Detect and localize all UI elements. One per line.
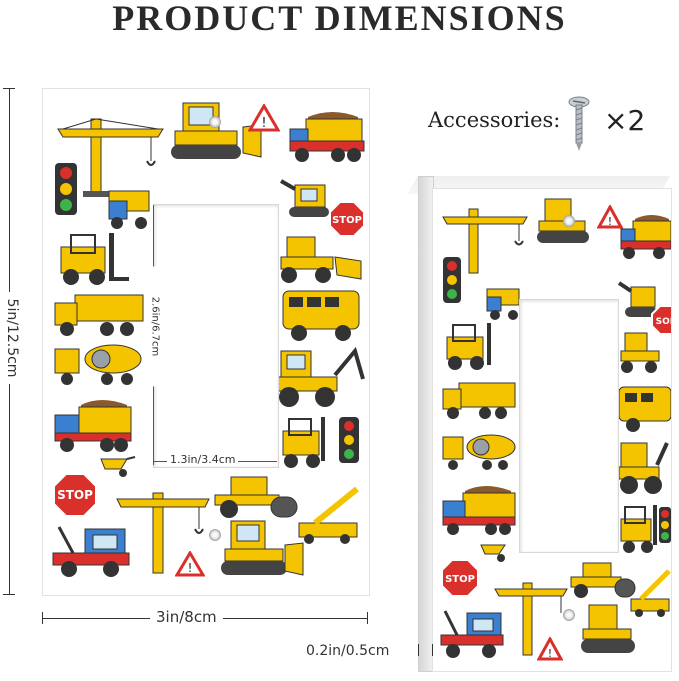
excavator-icon xyxy=(618,442,669,494)
crane-icon xyxy=(630,569,671,617)
angled-plate: ! SOP xyxy=(432,188,672,672)
width-label: 3in/8cm xyxy=(150,608,223,626)
thickness-tick-left xyxy=(418,644,419,656)
opening-height-label: 2.6in/6.7cm xyxy=(149,266,161,387)
excavator-icon xyxy=(276,346,365,407)
thickness-tick-right xyxy=(432,644,433,656)
excavator-icon xyxy=(617,281,657,317)
warning-sign-icon: ! xyxy=(248,104,280,132)
stop-sign-text: STOP xyxy=(332,215,362,226)
svg-text:!: ! xyxy=(548,647,552,660)
road-roller-icon xyxy=(214,476,298,518)
stop-sign-text: STOP xyxy=(445,574,475,585)
stop-sign-text: STOP xyxy=(57,488,93,502)
warning-sign-icon: ! xyxy=(537,637,563,661)
stop-sign-icon: STOP xyxy=(53,473,97,517)
width-tick-right xyxy=(367,612,368,624)
dump-truck-icon xyxy=(54,294,144,336)
crane-icon xyxy=(116,492,210,574)
dump-truck-icon xyxy=(620,215,671,259)
count-value: 2 xyxy=(627,104,646,137)
stop-sign-icon: STOP xyxy=(441,559,479,597)
rocker-opening xyxy=(519,299,619,553)
traffic-light-icon xyxy=(443,257,461,303)
cement-mixer-icon xyxy=(442,434,516,470)
accessories-label: Accessories: xyxy=(428,108,561,132)
crane-icon xyxy=(442,208,528,274)
forklift-icon xyxy=(282,417,359,468)
forklift-icon xyxy=(620,505,671,553)
thickness-label: 0.2in/0.5cm xyxy=(306,643,390,659)
bulldozer-icon xyxy=(280,236,362,283)
height-label: 5in/12.5cm xyxy=(4,292,20,384)
forklift-icon xyxy=(446,323,491,370)
tow-truck-icon xyxy=(52,526,130,577)
height-tick-bottom xyxy=(3,594,15,595)
svg-text:!: ! xyxy=(608,215,612,228)
opening-width-label: 1.3in/3.4cm xyxy=(167,453,239,466)
wheelbarrow-icon xyxy=(480,544,506,562)
school-bus-icon xyxy=(618,386,671,432)
dump-truck-icon xyxy=(442,486,516,535)
crane-icon xyxy=(494,582,568,656)
dump-truck-icon xyxy=(486,288,520,320)
front-plate: ! STOP xyxy=(42,88,370,596)
screw-hole-bottom xyxy=(209,529,221,541)
warning-sign-icon: ! xyxy=(175,551,205,577)
screw-icon xyxy=(568,96,590,151)
screw-hole-top xyxy=(209,116,221,128)
bulldozer-icon xyxy=(221,520,304,576)
multiplier-sign: × xyxy=(604,104,628,137)
warning-sign-icon: ! xyxy=(597,205,623,229)
svg-text:!: ! xyxy=(188,561,193,575)
screw-hole-bottom xyxy=(563,609,575,621)
forklift-icon xyxy=(60,233,129,285)
school-bus-icon xyxy=(282,290,360,341)
road-roller-icon xyxy=(570,562,636,598)
stop-sign-text: SOP xyxy=(656,317,672,327)
wheelbarrow-icon xyxy=(100,456,136,477)
excavator-icon xyxy=(280,179,329,217)
bulldozer-icon xyxy=(620,332,660,373)
screw-hole-top xyxy=(563,215,575,227)
crane-icon xyxy=(298,486,359,544)
dump-truck-icon xyxy=(289,112,365,162)
stop-sign-icon: STOP xyxy=(329,201,365,237)
page-title: PRODUCT DIMENSIONS xyxy=(112,0,567,38)
traffic-light-icon xyxy=(55,163,77,215)
bulldozer-icon xyxy=(581,604,635,653)
svg-text:!: ! xyxy=(261,116,266,131)
accessories-count: ×2 xyxy=(604,104,645,137)
stop-sign-icon: SOP xyxy=(651,305,672,335)
bulldozer-icon xyxy=(171,102,262,159)
crane-icon xyxy=(57,118,164,197)
dump-truck-icon xyxy=(442,382,516,419)
tow-truck-icon xyxy=(440,610,504,658)
rocker-opening xyxy=(153,204,279,468)
dump-truck-icon xyxy=(108,190,150,229)
dump-truck-icon xyxy=(54,400,132,452)
cement-mixer-icon xyxy=(54,344,142,385)
